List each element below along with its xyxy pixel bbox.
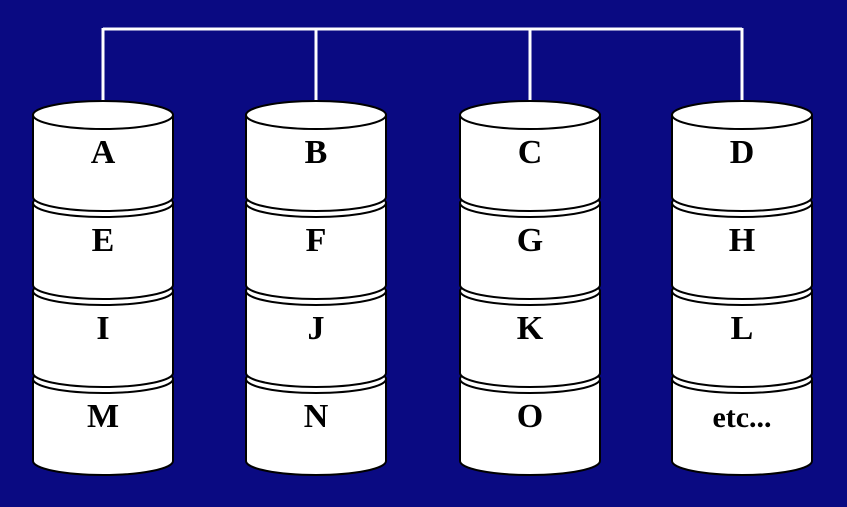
disk-body: [245, 114, 387, 212]
disk-label: I: [96, 310, 109, 347]
disk-body: [32, 378, 174, 476]
disk-label: H: [729, 222, 755, 259]
disk-body: [671, 378, 813, 476]
disk-segment: B: [245, 100, 387, 212]
disk-top: [671, 100, 813, 130]
disk-body: [245, 378, 387, 476]
disk-label: M: [87, 398, 119, 435]
disk-stack: O K G C: [459, 100, 601, 476]
disk-body: [32, 202, 174, 300]
disk-stack: N J F B: [245, 100, 387, 476]
disk-label: K: [517, 310, 544, 347]
disk-body: [671, 202, 813, 300]
disk-segment: C: [459, 100, 601, 212]
disk-stack: M I E A: [32, 100, 174, 476]
disk-body: [459, 114, 601, 212]
disk-body: [459, 202, 601, 300]
disk-segment: A: [32, 100, 174, 212]
disk-label: C: [518, 134, 543, 171]
disk-label: L: [731, 310, 754, 347]
disk-label: B: [305, 134, 328, 171]
disk-label: A: [91, 134, 116, 171]
disk-segment: D: [671, 100, 813, 212]
disk-body: [32, 114, 174, 212]
disk-body: [245, 202, 387, 300]
disk-body: [245, 290, 387, 388]
disk-top: [245, 100, 387, 130]
disk-label: etc...: [712, 401, 771, 434]
disk-label: N: [304, 398, 329, 435]
disk-label: O: [517, 398, 543, 435]
disk-body: [459, 378, 601, 476]
disk-label: G: [517, 222, 543, 259]
disk-body: [32, 290, 174, 388]
disk-label: D: [730, 134, 755, 171]
disk-top: [459, 100, 601, 130]
disk-label: J: [308, 310, 325, 347]
disk-stack: etc... L H D: [671, 100, 813, 476]
disk-top: [32, 100, 174, 130]
disk-label: F: [306, 222, 327, 259]
disk-body: [671, 290, 813, 388]
disk-body: [671, 114, 813, 212]
bus-connector: [101, 27, 744, 103]
disk-label: E: [92, 222, 115, 259]
disk-body: [459, 290, 601, 388]
